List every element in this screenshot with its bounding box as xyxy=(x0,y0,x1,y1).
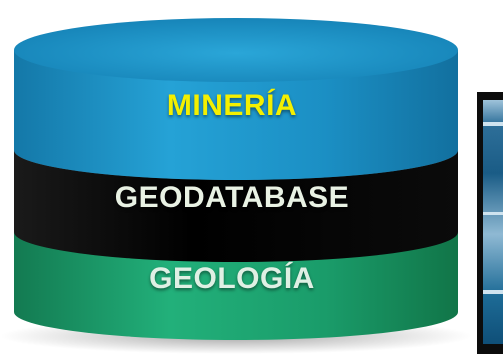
layer-label-geologia: GEOLOGÍA xyxy=(149,262,315,295)
top-layer-cylinder xyxy=(14,18,458,180)
thumbnail-stripe xyxy=(483,212,503,215)
layer-label-geodatabase: GEODATABASE xyxy=(114,181,350,214)
layer-label-mineria: MINERÍA xyxy=(166,89,298,122)
screen-thumbnail-icon xyxy=(477,92,503,354)
thumbnail-stripe xyxy=(483,122,503,126)
thumbnail-screen xyxy=(483,100,503,344)
thumbnail-stripe xyxy=(483,290,503,294)
